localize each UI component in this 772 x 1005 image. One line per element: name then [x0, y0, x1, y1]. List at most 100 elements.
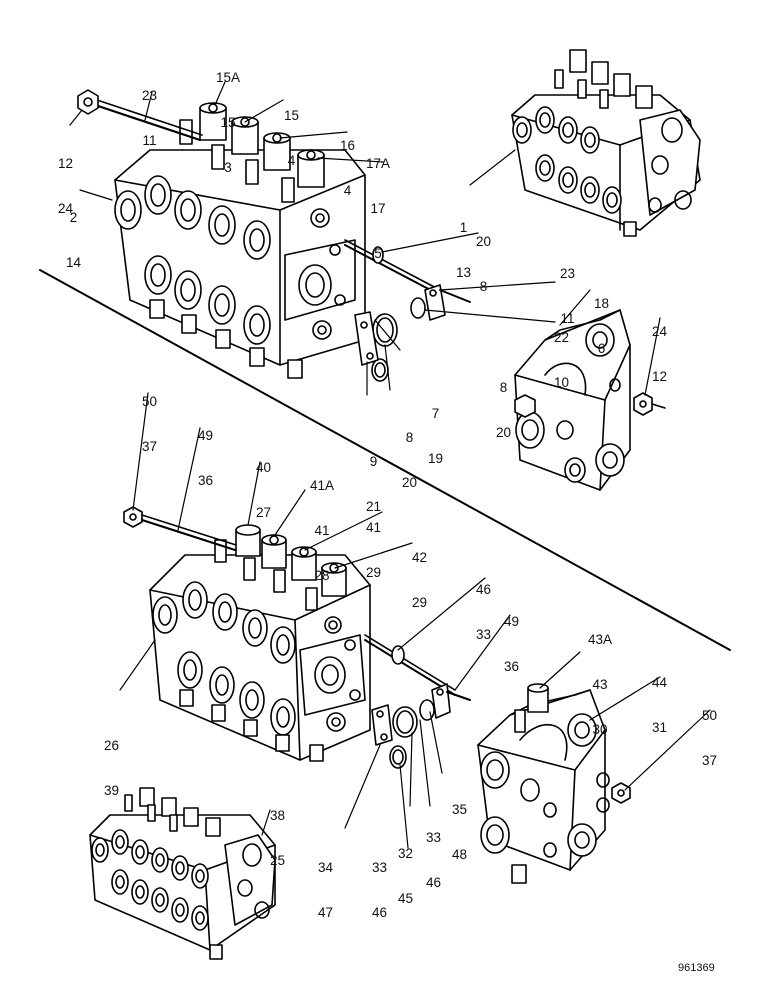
callout-23-11: 23 11	[142, 58, 157, 163]
callout-26-39: 26 39	[104, 708, 119, 813]
callout-15-4: 15 4	[284, 78, 299, 183]
callout-line: 36	[504, 659, 520, 674]
callout-line: 46	[426, 875, 442, 890]
callout-line: 23	[142, 88, 158, 103]
callout-line: 2	[69, 210, 78, 225]
callout-line: 21	[366, 499, 382, 514]
callout-line: 9	[369, 454, 378, 469]
callout-line: 31	[652, 720, 668, 735]
callout-line: 11	[142, 133, 157, 148]
callout-line: 20	[402, 475, 418, 490]
callout-line: 4	[287, 153, 296, 168]
callout-line: 43A	[588, 632, 613, 647]
callout-line: 29	[412, 595, 428, 610]
callout-line: 44	[652, 675, 668, 690]
callout-line: 45	[398, 891, 414, 906]
callout-20-8: 20 8	[476, 204, 491, 309]
callout-50-37: 50 37	[142, 364, 157, 469]
callout-15a-15-3: 15A 15 3	[216, 40, 240, 190]
callout-7-19: 7 19	[428, 376, 443, 481]
callout-line: 40	[256, 460, 272, 475]
bottom-end-cover	[477, 683, 631, 884]
callout-line: 8	[405, 430, 414, 445]
callout-line: 17	[370, 201, 386, 216]
callout-34-47: 34 47	[318, 830, 333, 935]
callout-line: 48	[452, 847, 468, 862]
callout-line: 5	[374, 246, 382, 261]
callout-line: 46	[476, 582, 492, 597]
callout-line: 33	[426, 830, 442, 845]
top-main-valve-block	[114, 102, 366, 379]
callout-line: 49	[504, 614, 520, 629]
callout-line: 12	[58, 156, 74, 171]
callout-line: 22	[554, 330, 570, 345]
callout-12-24: 12 24	[58, 126, 73, 231]
separator-line	[39, 269, 731, 651]
callout-line: 33	[372, 860, 388, 875]
callout-line: 18	[594, 296, 610, 311]
callout-32-45: 32 45	[398, 816, 413, 921]
callout-33-46: 33 46	[426, 800, 441, 905]
callout-line: 11	[560, 311, 575, 326]
callout-line: 35	[452, 802, 468, 817]
callout-line: 4	[343, 183, 352, 198]
callout-49-36: 49 36	[198, 398, 213, 503]
callout-49-36b: 49 36	[504, 584, 519, 689]
callout-line: 42	[412, 550, 428, 565]
callout-line: 41A	[310, 478, 335, 493]
figure-reference-number: 961369	[678, 962, 715, 974]
callout-18-6: 18 6	[594, 266, 609, 371]
top-end-cover	[514, 309, 666, 491]
callout-line: 28	[314, 568, 330, 583]
callout-line: 15A	[216, 70, 241, 85]
callout-line: 24	[652, 324, 668, 339]
callout-17a-17-5: 17A 17 5	[366, 126, 390, 276]
callout-line: 1	[459, 220, 468, 235]
callout-line: 41	[366, 520, 382, 535]
bottom-left-assembly-view	[89, 787, 276, 960]
callout-8-20: 8 20	[496, 350, 511, 455]
callout-line: 37	[142, 439, 158, 454]
callout-24-12: 24 12	[652, 294, 667, 399]
callout-line: 50	[142, 394, 158, 409]
callout-40-27: 40 27	[256, 430, 271, 535]
callout-line: 37	[702, 753, 718, 768]
callout-line: 6	[597, 341, 606, 356]
callout-line: 20	[496, 425, 512, 440]
callout-38-25: 38 25	[270, 778, 285, 883]
callout-2-14: 2 14	[66, 180, 81, 285]
callout-33-46b: 33 46	[372, 830, 387, 935]
callout-line: 16	[340, 138, 356, 153]
callout-line: 50	[702, 708, 718, 723]
callout-line: 3	[224, 160, 232, 175]
callout-line: 15	[220, 115, 236, 130]
callout-line: 30	[592, 722, 608, 737]
callout-line: 25	[270, 853, 286, 868]
callout-line: 32	[398, 846, 414, 861]
callout-line: 38	[270, 808, 286, 823]
callout-41-29: 41 29	[366, 490, 381, 595]
callout-42-29: 42 29	[412, 520, 427, 625]
callout-line: 47	[318, 905, 334, 920]
callout-line: 34	[318, 860, 334, 875]
leader-lines	[69, 81, 711, 849]
callout-line: 19	[428, 451, 444, 466]
callout-50-37b: 50 37	[702, 678, 717, 783]
callout-8-20b: 8 20	[402, 400, 417, 505]
callout-line: 26	[104, 738, 120, 753]
top-tie-bolt	[77, 89, 441, 296]
callout-line: 39	[104, 783, 120, 798]
callout-23-11b: 23 11	[560, 236, 575, 341]
callout-line: 14	[66, 255, 82, 270]
callout-line: 43	[592, 677, 608, 692]
callout-line: 10	[554, 375, 570, 390]
callout-line: 36	[198, 473, 214, 488]
bottom-tie-bolt	[123, 506, 456, 696]
callout-1-13: 1 13	[456, 190, 471, 295]
callout-43a-43-30: 43A 43 30	[588, 602, 612, 752]
callout-line: 8	[499, 380, 508, 395]
callout-line: 8	[479, 279, 488, 294]
callout-line: 13	[456, 265, 472, 280]
